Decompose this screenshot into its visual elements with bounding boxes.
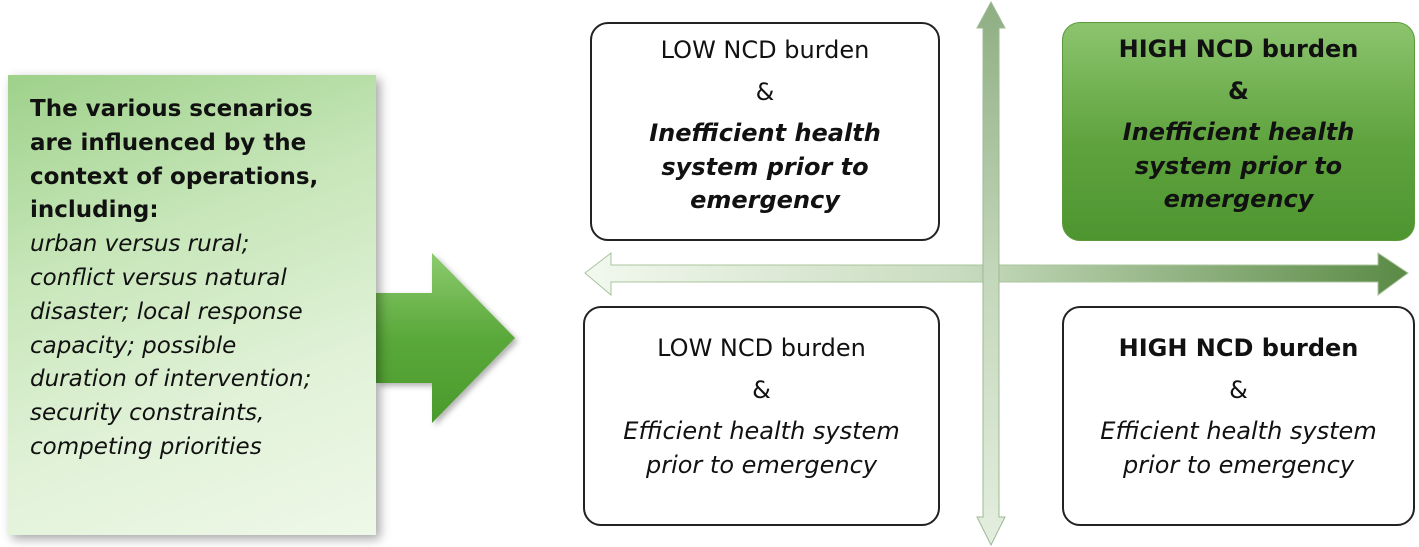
quadrant-low-burden-inefficient: LOW NCD burden & Inefficient health syst… — [590, 22, 940, 241]
quadrant-high-burden-inefficient: HIGH NCD burden & Inefficient health sys… — [1062, 22, 1415, 241]
context-factor-line: security constraints, — [30, 400, 265, 427]
quadrant-connector: & — [755, 77, 775, 106]
quadrant-burden-label: LOW NCD burden — [660, 36, 870, 64]
context-heading-line: are influenced by the — [30, 129, 307, 156]
quadrant-low-burden-efficient: LOW NCD burden & Efficient health system… — [583, 306, 940, 526]
context-heading: The various scenarios are influenced by … — [30, 93, 366, 228]
quadrant-system-line: Efficient health system — [1100, 417, 1377, 446]
quadrant-burden-label: HIGH NCD burden — [1118, 334, 1359, 362]
context-factors: urban versus rural; conflict versus natu… — [30, 228, 366, 465]
vertical-axis-arrow — [976, 0, 1006, 547]
quadrant-connector: & — [752, 375, 771, 404]
context-heading-line: context of operations, — [30, 163, 319, 190]
quadrant-system-line: Inefficient health — [1122, 118, 1355, 147]
quadrant-system-line: Inefficient health — [649, 119, 881, 148]
quadrant-system-line: emergency — [690, 186, 840, 215]
context-panel: The various scenarios are influenced by … — [8, 75, 376, 535]
context-factor-line: conflict versus natural — [30, 264, 287, 291]
quadrant-system-line: Efficient health system — [623, 417, 900, 446]
quadrant-burden-label: LOW NCD burden — [657, 334, 866, 362]
quadrant-burden-label: HIGH NCD burden — [1118, 35, 1359, 63]
context-arrow — [376, 253, 515, 423]
quadrant-connector: & — [1228, 76, 1249, 105]
quadrant-connector: & — [1229, 375, 1248, 404]
context-heading-line: The various scenarios — [30, 96, 313, 122]
quadrant-high-burden-efficient: HIGH NCD burden & Efficient health syste… — [1062, 306, 1415, 526]
context-factor-line: duration of intervention; — [30, 366, 312, 393]
quadrant-system-line: system prior to — [1134, 151, 1343, 180]
quadrant-system-line: system prior to — [661, 152, 869, 181]
context-factor-line: urban versus rural; — [30, 231, 250, 258]
context-heading-line: including: — [30, 197, 159, 224]
quadrant-system-line: prior to emergency — [1122, 450, 1355, 479]
context-factor-line: competing priorities — [30, 433, 262, 460]
quadrant-system-line: emergency — [1163, 185, 1314, 214]
context-factor-line: capacity; possible — [30, 332, 237, 359]
quadrant-system-line: prior to emergency — [645, 450, 878, 479]
context-factor-line: disaster; local response — [30, 298, 303, 325]
